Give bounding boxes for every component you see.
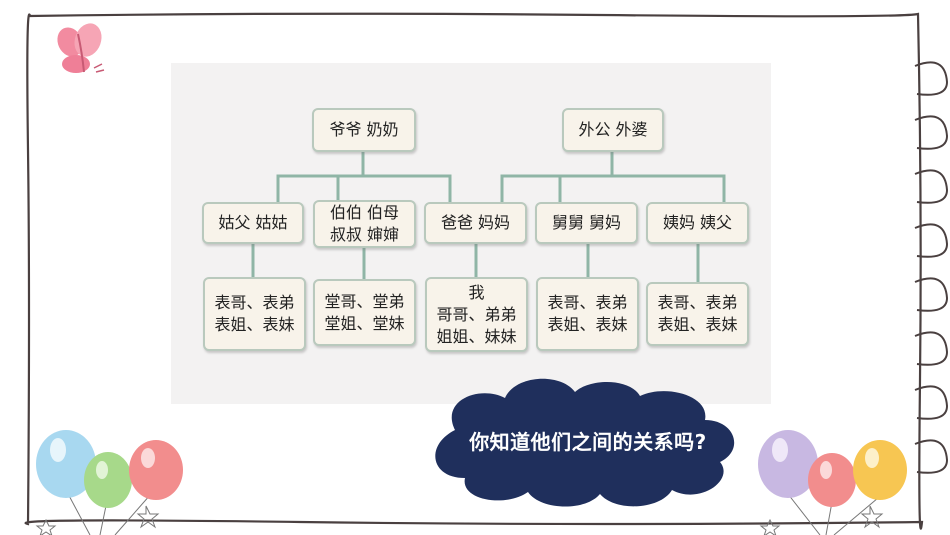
node-label-line2: 堂姐、堂妹	[324, 313, 405, 333]
node-maternal-aunt: 姨妈 姨父	[646, 202, 749, 244]
butterfly-icon	[57, 23, 105, 73]
node-cousins-jiu: 表哥、表弟 表姐、表妹	[536, 277, 639, 351]
node-label-line1: 表哥、表弟	[214, 293, 295, 312]
node-label-line1: 堂哥、堂弟	[324, 291, 405, 311]
node-label: 爷爷 奶奶	[329, 120, 399, 139]
node-paternal-uncles: 伯伯 伯母 叔叔 婶婶	[313, 200, 416, 248]
cloud-question-text: 你知道他们之间的关系吗?	[469, 430, 707, 454]
node-maternal-uncles: 舅舅 舅妈	[535, 202, 638, 244]
balloons-right-icon	[758, 430, 907, 535]
node-label: 外公 外婆	[578, 120, 648, 139]
node-paternal-grandparents: 爷爷 奶奶	[312, 108, 416, 152]
node-label-line2: 哥哥、弟弟	[436, 304, 517, 324]
node-label: 舅舅 舅妈	[551, 213, 622, 232]
node-cousins-gu: 表哥、表弟 表姐、表妹	[203, 277, 306, 351]
node-label-line1: 伯伯 伯母	[329, 203, 400, 222]
node-label: 爸爸 妈妈	[440, 213, 511, 232]
node-label-line2: 表姐、表妹	[214, 315, 295, 334]
node-label-line1: 我	[468, 282, 485, 302]
node-label-line2: 表姐、表妹	[547, 315, 628, 334]
node-label: 姨妈 姨父	[662, 213, 733, 232]
node-label: 姑父 姑姑	[218, 213, 288, 232]
node-gu-uncle-aunt: 姑父 姑姑	[202, 202, 304, 244]
binder-rings-icon	[914, 61, 949, 474]
node-label-line3: 姐姐、妹妹	[436, 326, 517, 346]
node-label-line1: 表哥、表弟	[657, 293, 738, 312]
node-cousins-tang: 堂哥、堂弟 堂姐、堂妹	[313, 279, 416, 346]
node-maternal-grandparents: 外公 外婆	[562, 108, 664, 152]
node-label-line2: 表姐、表妹	[657, 315, 738, 334]
balloons-left-icon	[35, 430, 183, 535]
node-self-siblings: 我 哥哥、弟弟 姐姐、妹妹	[425, 277, 528, 352]
node-label-line1: 表哥、表弟	[547, 293, 628, 312]
node-cousins-yi: 表哥、表弟 表姐、表妹	[646, 282, 749, 346]
node-parents: 爸爸 妈妈	[424, 202, 527, 244]
node-label-line2: 叔叔 婶婶	[329, 225, 400, 244]
